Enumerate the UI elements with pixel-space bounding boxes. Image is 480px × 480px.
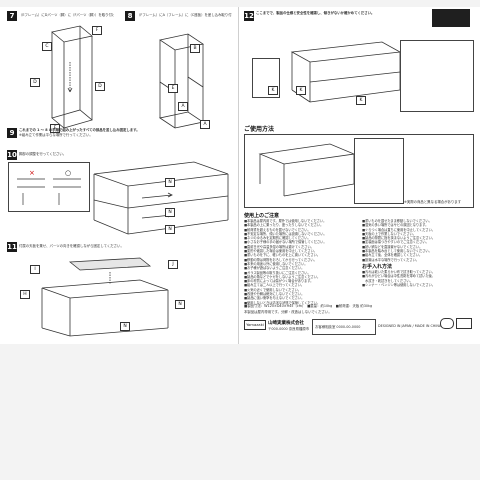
part-label-d: D [30, 78, 40, 87]
recycle-mark-icon [456, 318, 472, 329]
care-title: お手入れ方法 [362, 264, 393, 270]
care-text: ■汚れは乾いた柔らかい布で拭き取ってください。 ■汚れがひどい場合は中性洗剤を薄… [362, 270, 436, 287]
usage-title: ご使用方法 [244, 126, 275, 133]
step-7-text: （Eフレーム）にDパーツ（脚）に（Fパーツ（脚））を取り付けます。 [19, 13, 114, 17]
step-12-warning-tag [432, 9, 470, 27]
company-name: 山崎実業株式会社 [268, 321, 304, 326]
svg-text:○: ○ [65, 169, 71, 177]
step-7-badge: 7 [7, 11, 17, 21]
step-11-badge: 11 [7, 242, 17, 252]
part-label-k1: K [268, 86, 278, 95]
warning-line: 本製品は屋内専用です。分解・改造はしないでください。 [244, 310, 332, 314]
step-11-text: 付属の天板を乗せ、パーツの向きを確認しながら固定してください。 [19, 244, 124, 248]
footer-note: DESIGNED IN JAPAN / MADE IN CHINA [378, 324, 442, 328]
part-label-e: E [50, 124, 60, 133]
part-label-n2: N [165, 208, 175, 217]
part-label-k3: K [356, 96, 366, 105]
step-12-figure [290, 41, 402, 103]
brand-logo: Yamazaki [244, 320, 266, 330]
contact-box: お客様相談室 0000-00-0000 [312, 319, 376, 335]
company-address: 〒000-0000 奈良県橿原市 [268, 327, 310, 331]
adjuster-diagram: × ○ [17, 169, 81, 205]
part-label-b: B [190, 44, 200, 53]
part-label-a2: A [200, 120, 210, 129]
part-label-n3: N [165, 225, 175, 234]
adjuster-note: × ○ [8, 162, 90, 212]
part-label-c: C [42, 42, 52, 51]
part-label-j: J [168, 260, 178, 269]
part-label-n1: N [165, 178, 175, 187]
center-fold [238, 7, 239, 344]
caution-text-right: ■重いものを載せたまま移動しないでください。 ■湿気の多い場所ではサビの原因とな… [362, 219, 436, 262]
step-9-subtext: ※組み立て作業は平らな場所で行ってください。 [19, 133, 93, 137]
part-label-n4: N [175, 300, 185, 309]
step-9-text: これまでの 1 ～ 8 の手順で組み上がったすべての部品を差し込み固定します。 [19, 128, 140, 132]
usage-bullets [354, 138, 404, 204]
step-9-badge: 9 [7, 128, 17, 138]
caution-heading: 使用上のご注意 [244, 213, 280, 219]
part-label-k2: K [296, 86, 306, 95]
figure-caption: ※実際の商品と異なる場合があります [404, 200, 462, 204]
part-label-i: I [30, 265, 40, 274]
caution-text-left: ■本製品は屋内用です。屋外では使用しないでください。 ■本製品の上に乗ったり、座… [244, 219, 327, 305]
step-12-text: ここまでで、製品の仕様と安全性を確認し、傾きがないか確かめてください。 [256, 11, 375, 15]
step-10-figure [93, 161, 229, 235]
part-label-a: A [178, 102, 188, 111]
step-11-figure [41, 257, 169, 337]
step-12-badge: 12 [244, 11, 254, 21]
part-label-d2: D [95, 82, 105, 91]
part-label-f: F [92, 26, 102, 35]
step-7-figure [51, 25, 93, 129]
step-12-side-note [400, 40, 474, 112]
step-8-figure [158, 33, 205, 129]
step-8-text: （Fフレーム）にA（フレーム）に（C座板）を差し込み取り付けます。 [137, 13, 232, 17]
product-spec: ■製品寸法：W120×D40×H45（cm） ■重量：約10kg ■耐荷重：天板… [244, 304, 373, 308]
part-label-e2: E [168, 84, 178, 93]
step-8-badge: 8 [125, 11, 135, 21]
svg-text:×: × [29, 169, 35, 177]
usage-figure [258, 143, 356, 197]
step-10-badge: 10 [7, 150, 17, 160]
step-10-text: 脚部の調整を行ってください。 [19, 152, 67, 156]
part-label-n5: N [120, 322, 130, 331]
part-label-h: H [20, 290, 30, 299]
cert-mark-icon [440, 318, 454, 329]
company-contact: お客様相談室 0000-00-0000 [315, 325, 361, 329]
